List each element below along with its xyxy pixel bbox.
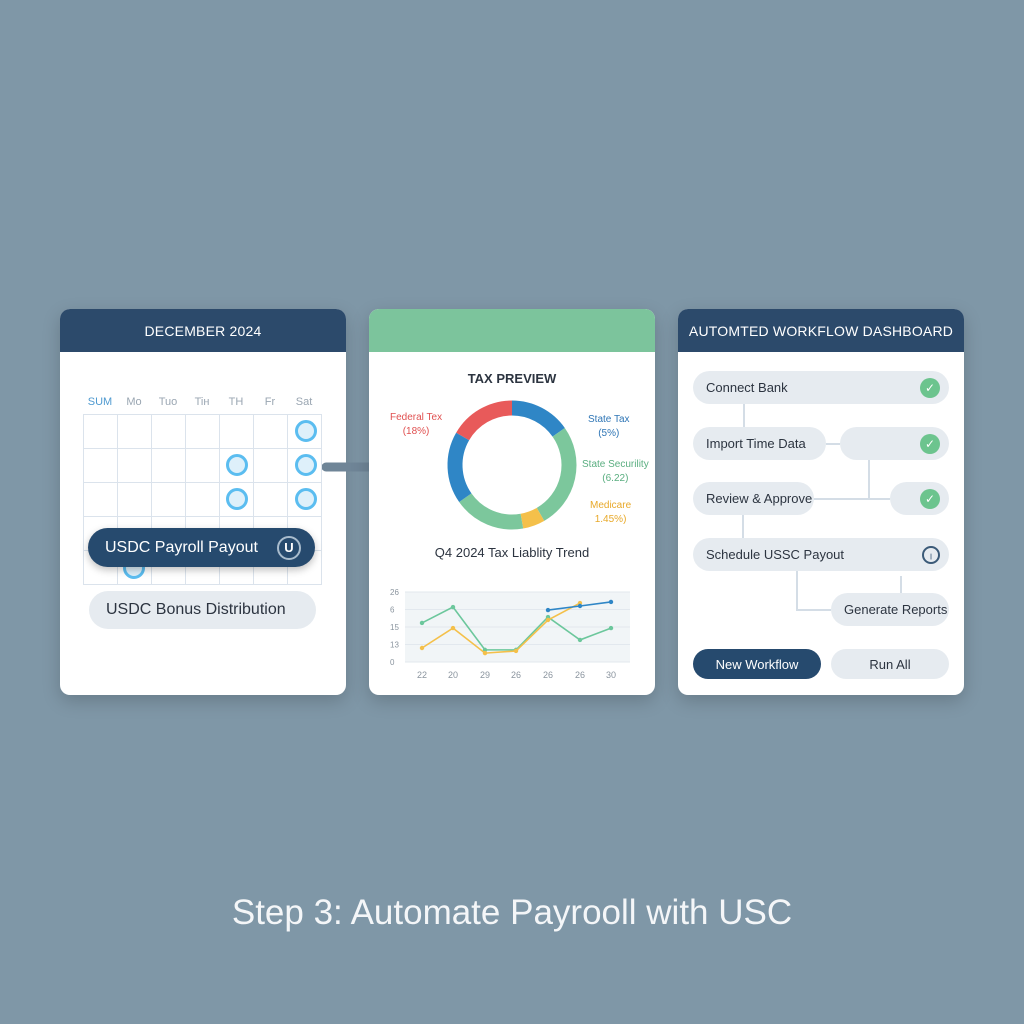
usdc-payroll-payout-button[interactable]: USDC Payroll Payout U bbox=[88, 528, 315, 567]
weekday-label: Fr bbox=[264, 396, 276, 408]
y-tick-label: 0 bbox=[390, 658, 395, 667]
donut-slice bbox=[447, 432, 472, 502]
data-point bbox=[450, 625, 456, 631]
step-status-pill[interactable]: ✓ bbox=[840, 427, 949, 460]
calendar-day-cell[interactable] bbox=[253, 482, 288, 517]
calendar-title: DECEMBER 2024 bbox=[60, 309, 346, 352]
x-tick-label: 22 bbox=[417, 670, 427, 680]
payout-marker[interactable] bbox=[226, 488, 248, 510]
donut-slice bbox=[520, 507, 545, 529]
payout-marker[interactable] bbox=[226, 454, 248, 476]
usdc-coin-icon: U bbox=[277, 535, 301, 560]
step-status-pill[interactable]: ✓ bbox=[890, 482, 949, 515]
x-tick-label: 30 bbox=[606, 670, 616, 680]
data-point bbox=[450, 604, 456, 610]
calendar-day-cell[interactable] bbox=[83, 448, 118, 483]
calendar-day-cell[interactable] bbox=[219, 414, 254, 449]
usdc-bonus-distribution-button[interactable]: USDC Bonus Distribution bbox=[89, 591, 316, 629]
y-tick-label: 15 bbox=[390, 623, 399, 632]
donut-slice bbox=[536, 428, 577, 521]
calendar-day-cell[interactable] bbox=[253, 414, 288, 449]
payout-marker[interactable] bbox=[295, 454, 317, 476]
y-tick-label: 26 bbox=[390, 588, 399, 597]
workflow-title: AUTOMTED WORKFLOW DASHBOARD bbox=[678, 309, 964, 352]
new-workflow-button[interactable]: New Workflow bbox=[693, 649, 821, 679]
trend-title: Q4 2024 Tax Liablity Trend bbox=[434, 545, 590, 560]
check-icon: ✓ bbox=[920, 433, 940, 454]
weekday-label: Mo bbox=[126, 396, 142, 408]
y-tick-label: 6 bbox=[390, 606, 395, 615]
tax-header bbox=[369, 309, 655, 352]
x-tick-label: 20 bbox=[448, 670, 458, 680]
donut-slice bbox=[511, 400, 565, 437]
data-point bbox=[513, 648, 519, 654]
calendar-day-cell[interactable] bbox=[185, 482, 220, 517]
payout-marker[interactable] bbox=[295, 488, 317, 510]
step-import-time-data[interactable]: Import Time Data bbox=[693, 427, 826, 460]
calendar-day-cell[interactable] bbox=[185, 414, 220, 449]
federal-tax-label: Federal Tex(18%) bbox=[390, 412, 443, 437]
data-point bbox=[482, 650, 488, 656]
calendar-day-cell[interactable] bbox=[253, 448, 288, 483]
x-tick-label: 26 bbox=[543, 670, 553, 680]
clock-icon: ╷ bbox=[922, 545, 940, 564]
calendar-day-cell[interactable] bbox=[117, 414, 152, 449]
payroll-label: USDC Payroll Payout bbox=[105, 538, 258, 556]
check-icon: ✓ bbox=[920, 377, 940, 398]
calendar-day-cell[interactable] bbox=[117, 448, 152, 483]
payout-marker[interactable] bbox=[295, 420, 317, 442]
caption: Step 3: Automate Payrooll with USC bbox=[231, 893, 793, 932]
donut-slice bbox=[459, 493, 524, 530]
weekday-label: Tiн bbox=[194, 396, 210, 408]
state-tax-label: State Tax(5%) bbox=[588, 414, 630, 439]
data-point bbox=[482, 647, 488, 653]
calendar-day-cell[interactable] bbox=[83, 482, 118, 517]
check-icon: ✓ bbox=[920, 488, 940, 509]
x-tick-label: 26 bbox=[511, 670, 521, 680]
donut-slice bbox=[456, 400, 513, 441]
bonus-label: USDC Bonus Distribution bbox=[106, 601, 286, 618]
data-point bbox=[545, 617, 551, 623]
y-tick-label: 13 bbox=[390, 641, 399, 650]
run-all-button[interactable]: Run All bbox=[831, 649, 949, 679]
data-point bbox=[577, 637, 583, 643]
weekday-label: SUM bbox=[87, 396, 113, 408]
data-point bbox=[577, 603, 583, 609]
calendar-day-cell[interactable] bbox=[185, 448, 220, 483]
weekday-label: TH bbox=[228, 396, 244, 408]
step-schedule-payout[interactable]: Schedule USSC Payout╷ bbox=[693, 538, 949, 571]
weekday-label: Sat bbox=[295, 396, 313, 408]
data-point bbox=[608, 599, 614, 605]
state-security-label: State Securility(6.22) bbox=[582, 459, 649, 484]
data-point bbox=[545, 607, 551, 613]
calendar-day-cell[interactable] bbox=[83, 414, 118, 449]
x-tick-label: 29 bbox=[480, 670, 490, 680]
series-line bbox=[421, 602, 581, 654]
calendar-day-cell[interactable] bbox=[151, 448, 186, 483]
data-point bbox=[608, 625, 614, 631]
x-tick-label: 26 bbox=[575, 670, 585, 680]
step-review-approve[interactable]: Review & Approve bbox=[693, 482, 814, 515]
calendar-day-cell[interactable] bbox=[151, 414, 186, 449]
step-connect-bank[interactable]: Connect Bank✓ bbox=[693, 371, 949, 404]
tax-preview-title: TAX PREVIEW bbox=[467, 371, 557, 386]
step-generate-reports[interactable]: Generate Reports bbox=[831, 593, 949, 626]
tax-donut-chart bbox=[447, 400, 577, 530]
data-point bbox=[419, 645, 425, 651]
calendar-day-cell[interactable] bbox=[151, 482, 186, 517]
data-point bbox=[419, 620, 425, 626]
weekday-label: Tuo bbox=[158, 396, 178, 408]
calendar-day-cell[interactable] bbox=[117, 482, 152, 517]
tax-trend-chart: 26 6 15 13 0 22 20 29 26 26 26 30 bbox=[390, 588, 630, 680]
